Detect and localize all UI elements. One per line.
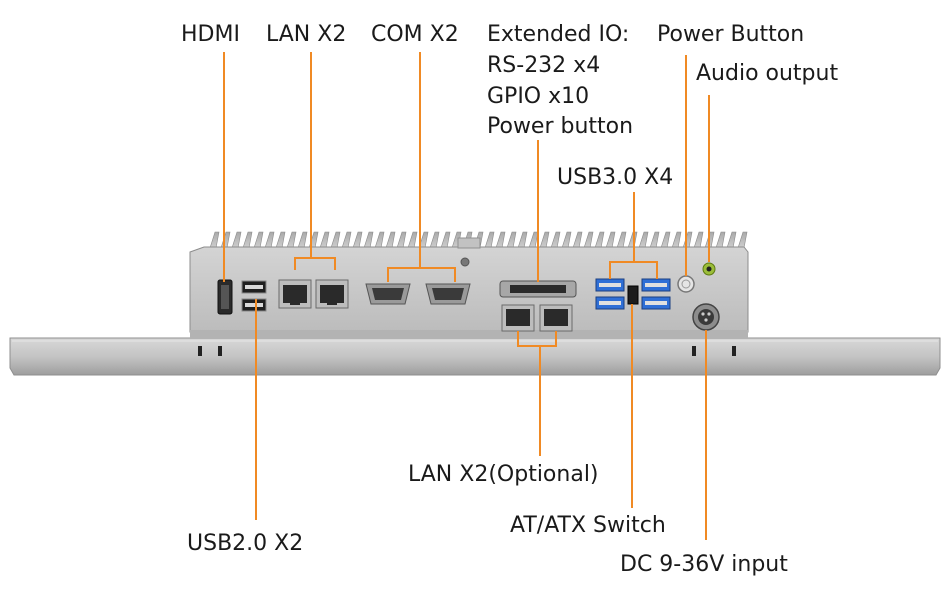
heatsink-fin (242, 231, 253, 249)
label-extended-io-title: Extended IO: (487, 22, 630, 47)
heatsink-fin (693, 231, 704, 249)
heatsink-fin (715, 231, 726, 249)
heatsink-fin (671, 231, 682, 249)
label-usb2: USB2.0 X2 (187, 531, 304, 556)
heatsink-fin (440, 231, 451, 249)
heatsink-fin (726, 231, 737, 249)
heatsink-fin (231, 231, 242, 249)
heatsink-fin (583, 231, 594, 249)
leader-lan-top (294, 52, 336, 270)
heatsink-fin (682, 231, 693, 249)
heatsink-fin (506, 231, 517, 249)
label-com-x2: COM X2 (371, 22, 459, 47)
com-ports-icon (365, 283, 471, 305)
hdmi-port-icon (217, 279, 233, 315)
heatsink-fin (561, 231, 572, 249)
heatsink-fin (649, 231, 660, 249)
at-atx-switch-icon (627, 285, 639, 305)
heatsink-fin (539, 231, 550, 249)
heatsink-fin (286, 231, 297, 249)
heatsink-fin (275, 231, 286, 249)
heatsink-fin (253, 231, 264, 249)
lan-ports-top-icon (278, 279, 349, 309)
heatsink-fin (429, 231, 440, 249)
label-extended-io-gpio: GPIO x10 (487, 84, 590, 109)
lan-ports-optional-icon (501, 304, 573, 332)
heatsink-fin (341, 231, 352, 249)
dc-input-connector-icon (692, 303, 720, 331)
heatsink-fin (528, 231, 539, 249)
heatsink-fin (594, 231, 605, 249)
label-extended-io-power: Power button (487, 114, 634, 139)
heatsink-fin (495, 231, 506, 249)
usb2-ports-icon (241, 280, 267, 312)
label-power-button: Power Button (657, 22, 805, 47)
heatsink-fin (737, 231, 748, 249)
heatsink-fin (363, 231, 374, 249)
leader-usb3 (609, 192, 658, 279)
extended-io-connector-icon (499, 280, 577, 298)
heatsink-fin (220, 231, 231, 249)
usb3-ports-icon (595, 278, 671, 310)
heatsink-fin (517, 231, 528, 249)
heatsink-fin (660, 231, 671, 249)
heatsink-fin (616, 231, 627, 249)
heatsink-fin (396, 231, 407, 249)
heatsink-fin (330, 231, 341, 249)
leader-lan-optional (517, 331, 557, 456)
heatsink-fin (638, 231, 649, 249)
label-hdmi: HDMI (181, 22, 240, 47)
leader-com (387, 52, 456, 282)
label-usb3: USB3.0 X4 (557, 165, 674, 190)
heatsink-fin (385, 231, 396, 249)
heatsink-fin (550, 231, 561, 249)
heatsink-fin (572, 231, 583, 249)
heatsink-fin (209, 231, 220, 249)
heatsink-fin (264, 231, 275, 249)
heatsink-fin (407, 231, 418, 249)
heatsink-fin (297, 231, 308, 249)
label-lan-optional: LAN X2(Optional) (408, 462, 599, 487)
label-at-atx-switch: AT/ATX Switch (510, 513, 666, 538)
label-audio-output: Audio output (696, 61, 839, 86)
leader-lines (223, 52, 710, 540)
heatsink-fin (352, 231, 363, 249)
heatsink-fin (484, 231, 495, 249)
label-lan-x2-top: LAN X2 (266, 22, 347, 47)
heatsink-fin (319, 231, 330, 249)
power-button-icon (677, 275, 695, 293)
heatsink-fin (627, 231, 638, 249)
heatsink-fin (374, 231, 385, 249)
audio-output-icon (702, 262, 716, 276)
panel-bezel (9, 337, 941, 376)
heatsink-fin (605, 231, 616, 249)
label-dc-input: DC 9-36V input (620, 552, 788, 577)
label-extended-io-rs232: RS-232 x4 (487, 53, 601, 78)
